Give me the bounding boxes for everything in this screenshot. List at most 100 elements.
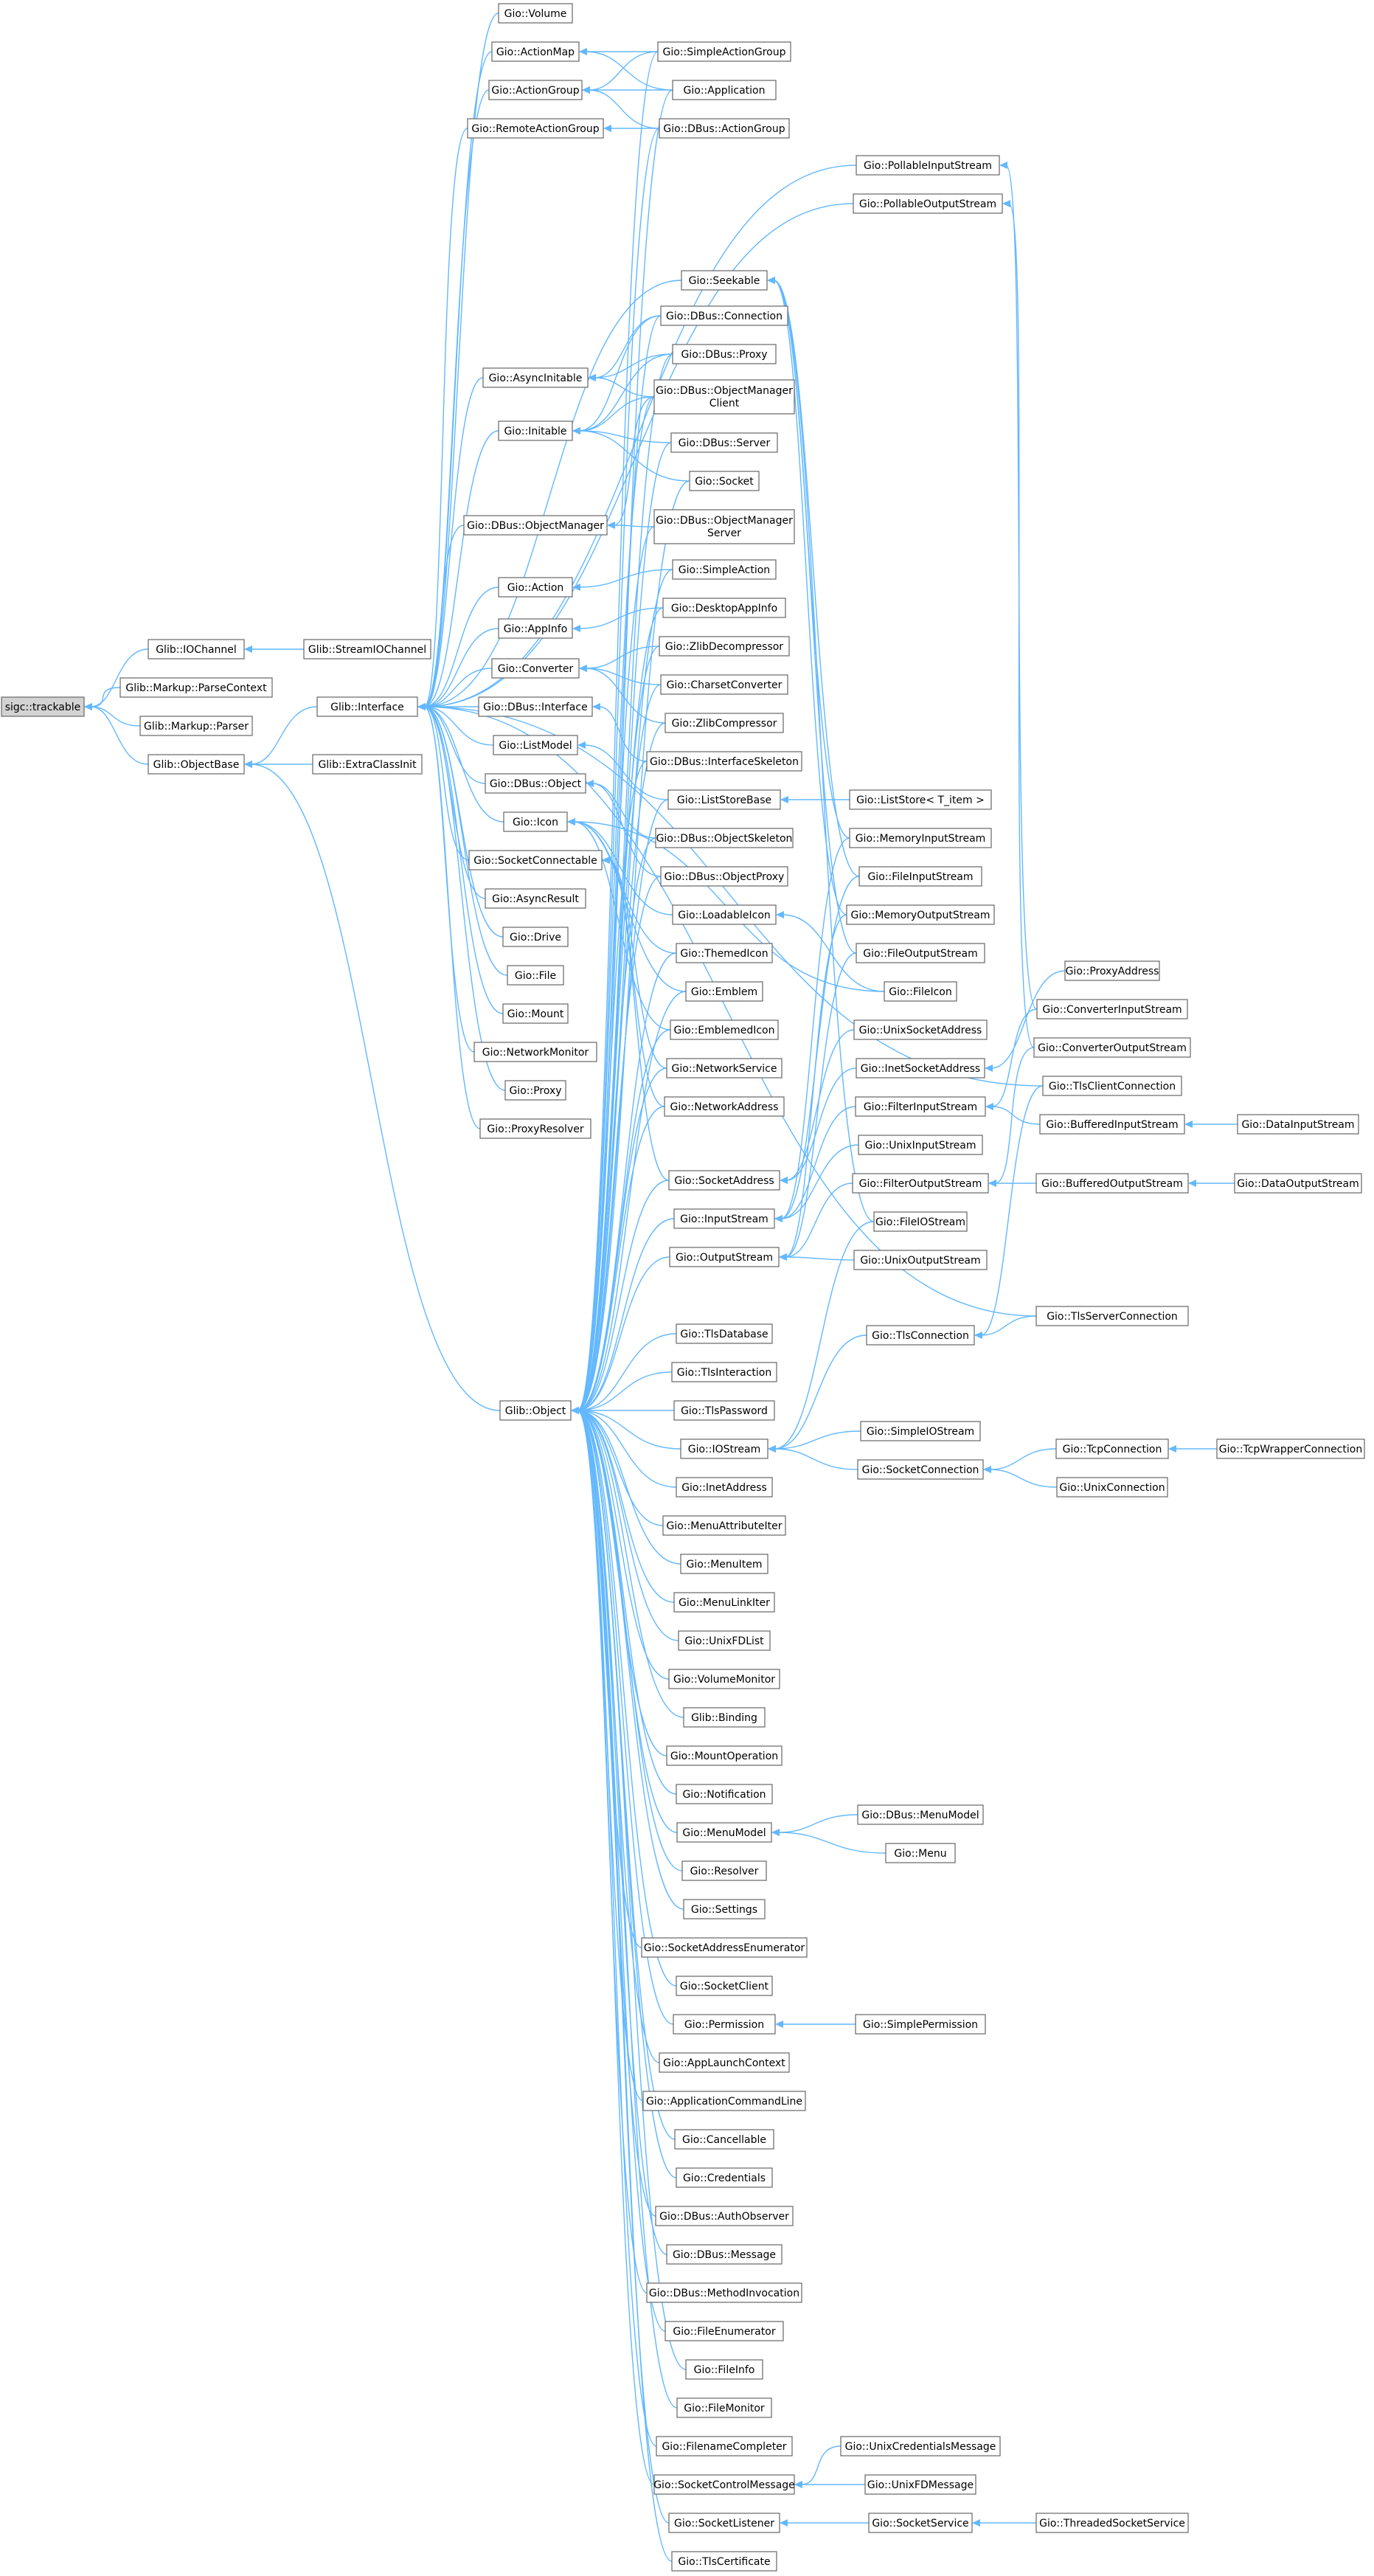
class-node-gio-proxy[interactable]: Gio::Proxy	[504, 1080, 566, 1101]
class-node-gio-menumodel[interactable]: Gio::MenuModel	[676, 1822, 772, 1843]
class-node-gio-dbus-interface[interactable]: Gio::DBus::Interface	[478, 696, 593, 717]
class-node-gio-tlscertificate[interactable]: Gio::TlsCertificate	[671, 2551, 777, 2572]
class-node-gio-fileiostream[interactable]: Gio::FileIOStream	[873, 1211, 968, 1232]
class-node-gio-file[interactable]: Gio::File	[507, 965, 564, 986]
class-node-gio-converter[interactable]: Gio::Converter	[491, 658, 580, 679]
class-node-gio-menulinkiter[interactable]: Gio::MenuLinkIter	[673, 1592, 775, 1613]
class-node-gio-simpleaction[interactable]: Gio::SimpleAction	[672, 559, 777, 580]
class-node-gio-asyncinitable[interactable]: Gio::AsyncInitable	[482, 367, 589, 388]
class-node-gio-unixoutputstream[interactable]: Gio::UnixOutputStream	[853, 1250, 988, 1270]
class-node-gio-unixcredentialsmessage[interactable]: Gio::UnixCredentialsMessage	[840, 2436, 1001, 2456]
class-node-gio-socketcontrolmessage[interactable]: Gio::SocketControlMessage	[653, 2474, 795, 2495]
class-node-gio-networkaddress[interactable]: Gio::NetworkAddress	[664, 1096, 785, 1117]
class-node-gio-socketservice[interactable]: Gio::SocketService	[868, 2513, 973, 2533]
class-node-gio-memoryoutputstream[interactable]: Gio::MemoryOutputStream	[846, 904, 995, 925]
class-node-gio-dbus-message[interactable]: Gio::DBus::Message	[666, 2244, 783, 2265]
class-node-gio-zlibcompressor[interactable]: Gio::ZlibCompressor	[665, 713, 784, 733]
class-node-gio-bufferedoutputstream[interactable]: Gio::BufferedOutputStream	[1035, 1173, 1189, 1194]
class-node-gio-appinfo[interactable]: Gio::AppInfo	[498, 618, 573, 639]
class-node-gio-socketclient[interactable]: Gio::SocketClient	[676, 1976, 773, 1996]
class-node-gio-socket[interactable]: Gio::Socket	[689, 471, 760, 491]
class-node-gio-fileinfo[interactable]: Gio::FileInfo	[685, 2359, 763, 2380]
class-node-gio-filemonitor[interactable]: Gio::FileMonitor	[676, 2397, 772, 2418]
class-node-gio-icon[interactable]: Gio::Icon	[503, 811, 568, 832]
class-node-gio-dbus-objectmanager[interactable]: Gio::DBus::ObjectManager	[463, 515, 608, 536]
class-node-gio-dbus-object[interactable]: Gio::DBus::Object	[485, 773, 586, 794]
class-node-gio-dbus-menumodel[interactable]: Gio::DBus::MenuModel	[857, 1804, 984, 1825]
class-node-gio-unixfdmessage[interactable]: Gio::UnixFDMessage	[864, 2474, 976, 2495]
class-node-gio-dbus-authobserver[interactable]: Gio::DBus::AuthObserver	[655, 2206, 794, 2226]
class-node-gio-mountoperation[interactable]: Gio::MountOperation	[666, 1745, 783, 1766]
class-node-gio-tlsclientconnection[interactable]: Gio::TlsClientConnection	[1042, 1076, 1182, 1096]
class-node-gio-dataoutputstream[interactable]: Gio::DataOutputStream	[1234, 1173, 1362, 1194]
class-node-glib-binding[interactable]: Glib::Binding	[683, 1707, 766, 1728]
class-node-gio-remoteactiongroup[interactable]: Gio::RemoteActionGroup	[467, 118, 604, 139]
class-node-gio-pollableoutputstream[interactable]: Gio::PollableOutputStream	[853, 193, 1003, 214]
class-node-gio-inputstream[interactable]: Gio::InputStream	[673, 1208, 775, 1229]
class-node-gio-socketconnectable[interactable]: Gio::SocketConnectable	[468, 850, 603, 870]
class-node-gio-menuattributeiter[interactable]: Gio::MenuAttributeIter	[662, 1515, 786, 1536]
class-node-gio-actionmap[interactable]: Gio::ActionMap	[491, 41, 580, 62]
class-node-gio-inetsocketaddress[interactable]: Gio::InetSocketAddress	[856, 1058, 985, 1078]
class-node-gio-drive[interactable]: Gio::Drive	[502, 927, 569, 947]
class-node-gio-application[interactable]: Gio::Application	[672, 80, 777, 100]
class-node-gio-themedicon[interactable]: Gio::ThemedIcon	[676, 943, 773, 963]
class-node-gio-tlsdatabase[interactable]: Gio::TlsDatabase	[676, 1323, 773, 1344]
class-node-glib-interface[interactable]: Glib::Interface	[316, 696, 418, 717]
class-node-gio-volumemonitor[interactable]: Gio::VolumeMonitor	[668, 1669, 780, 1689]
class-node-gio-simpleiostream[interactable]: Gio::SimpleIOStream	[860, 1421, 981, 1441]
class-node-gio-mount[interactable]: Gio::Mount	[502, 1003, 569, 1024]
class-node-gio-unixinputstream[interactable]: Gio::UnixInputStream	[858, 1135, 983, 1155]
class-node-gio-actiongroup[interactable]: Gio::ActionGroup	[488, 80, 583, 100]
class-node-gio-emblemedicon[interactable]: Gio::EmblemedIcon	[670, 1019, 779, 1040]
class-node-gio-socketaddress[interactable]: Gio::SocketAddress	[668, 1170, 780, 1191]
class-node-gio-proxyaddress[interactable]: Gio::ProxyAddress	[1064, 960, 1160, 981]
class-node-gio-asyncresult[interactable]: Gio::AsyncResult	[485, 888, 586, 909]
class-node-gio-cancellable[interactable]: Gio::Cancellable	[674, 2129, 774, 2150]
class-node-gio-tlsconnection[interactable]: Gio::TlsConnection	[866, 1325, 975, 1346]
class-node-gio-applicationcommandline[interactable]: Gio::ApplicationCommandLine	[642, 2091, 806, 2111]
class-node-gio-iostream[interactable]: Gio::IOStream	[680, 1438, 768, 1459]
class-node-gio-datainputstream[interactable]: Gio::DataInputStream	[1237, 1114, 1359, 1135]
class-node-gio-loadableicon[interactable]: Gio::LoadableIcon	[672, 904, 777, 925]
class-node-gio-credentials[interactable]: Gio::Credentials	[676, 2167, 773, 2188]
class-node-gio-dbus-connection[interactable]: Gio::DBus::Connection	[660, 305, 788, 326]
class-node-gio-dbus-objectproxy[interactable]: Gio::DBus::ObjectProxy	[660, 866, 788, 887]
class-node-gio-outputstream[interactable]: Gio::OutputStream	[669, 1247, 780, 1267]
class-node-glib-markup-parsecontext[interactable]: Glib::Markup::ParseContext	[119, 677, 273, 698]
class-node-gio-socketconnection[interactable]: Gio::SocketConnection	[857, 1459, 984, 1480]
class-node-gio-fileoutputstream[interactable]: Gio::FileOutputStream	[856, 943, 985, 963]
class-node-gio-proxyresolver[interactable]: Gio::ProxyResolver	[479, 1118, 591, 1139]
class-node-gio-dbus-interfaceskeleton[interactable]: Gio::DBus::InterfaceSkeleton	[646, 751, 802, 772]
class-node-gio-emblem[interactable]: Gio::Emblem	[685, 981, 763, 1002]
class-node-gio-tcpconnection[interactable]: Gio::TcpConnection	[1055, 1438, 1169, 1459]
class-node-glib-iochannel[interactable]: Glib::IOChannel	[148, 639, 245, 659]
class-node-gio-unixconnection[interactable]: Gio::UnixConnection	[1056, 1477, 1168, 1498]
class-node-gio-fileenumerator[interactable]: Gio::FileEnumerator	[665, 2321, 784, 2341]
class-node-glib-extraclassinit[interactable]: Glib::ExtraClassInit	[312, 754, 423, 775]
class-node-sigc-trackable[interactable]: sigc::trackable	[1, 696, 85, 717]
class-node-gio-simplepermission[interactable]: Gio::SimplePermission	[855, 2014, 986, 2035]
class-node-gio-networkservice[interactable]: Gio::NetworkService	[666, 1058, 783, 1078]
class-node-gio-menuitem[interactable]: Gio::MenuItem	[680, 1554, 768, 1574]
class-node-gio-dbus-objectskeleton[interactable]: Gio::DBus::ObjectSkeleton	[655, 828, 794, 848]
class-node-glib-markup-parser[interactable]: Glib::Markup::Parser	[139, 716, 253, 736]
class-node-gio-converteroutputstream[interactable]: Gio::ConverterOutputStream	[1033, 1037, 1191, 1058]
class-node-gio-unixsocketaddress[interactable]: Gio::UnixSocketAddress	[853, 1019, 988, 1040]
class-node-gio-permission[interactable]: Gio::Permission	[673, 2014, 776, 2035]
class-node-gio-socketlistener[interactable]: Gio::SocketListener	[668, 2513, 780, 2533]
class-node-gio-simpleactiongroup[interactable]: Gio::SimpleActionGroup	[657, 41, 791, 62]
class-node-gio-unixfdlist[interactable]: Gio::UnixFDList	[678, 1630, 771, 1651]
class-node-glib-streamiochannel[interactable]: Glib::StreamIOChannel	[303, 639, 431, 659]
class-node-gio-zlibdecompressor[interactable]: Gio::ZlibDecompressor	[659, 636, 790, 657]
class-node-gio-dbus-proxy[interactable]: Gio::DBus::Proxy	[672, 344, 777, 364]
class-node-gio-seekable[interactable]: Gio::Seekable	[681, 270, 768, 291]
class-node-glib-object[interactable]: Glib::Object	[499, 1400, 572, 1421]
class-node-gio-dbus-actiongroup[interactable]: Gio::DBus::ActionGroup	[659, 118, 790, 139]
class-node-gio-resolver[interactable]: Gio::Resolver	[681, 1860, 767, 1881]
class-node-gio-menu[interactable]: Gio::Menu	[885, 1843, 956, 1863]
class-node-gio-threadedsocketservice[interactable]: Gio::ThreadedSocketService	[1035, 2513, 1189, 2533]
class-node-gio-action[interactable]: Gio::Action	[498, 577, 573, 598]
